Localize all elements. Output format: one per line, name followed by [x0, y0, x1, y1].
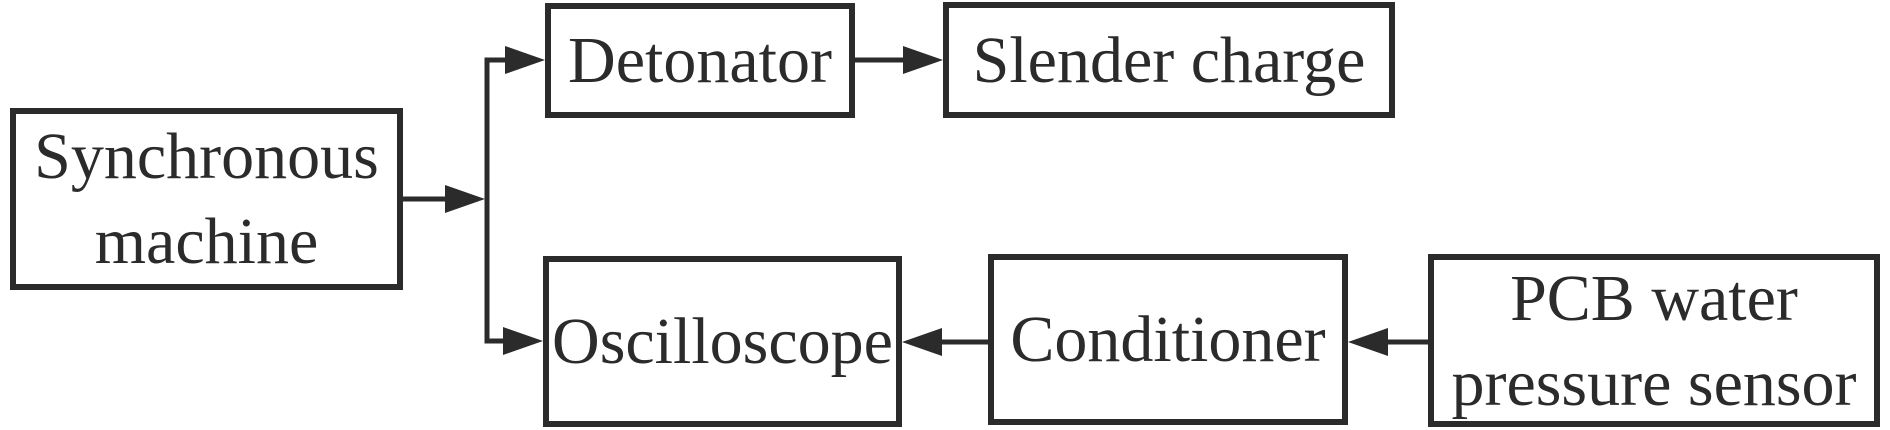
node-label-line: PCB water — [1510, 261, 1798, 335]
node-slender-charge: Slender charge — [943, 2, 1395, 118]
node-label-line: Synchronous — [34, 120, 379, 193]
edge-synchronous-machine-to-branch — [403, 185, 485, 213]
node-label-line: Conditioner — [1010, 303, 1326, 376]
node-synchronous-machine: Synchronous machine — [10, 108, 403, 290]
node-label-line: Slender charge — [972, 23, 1366, 97]
node-label-line: pressure sensor — [1451, 346, 1857, 420]
edge-branch-trunk — [484, 46, 545, 355]
node-conditioner: Conditioner — [988, 254, 1348, 425]
arrowhead-right — [445, 185, 485, 213]
arrowhead-to-oscilloscope — [503, 327, 543, 355]
edge-conditioner-to-oscilloscope — [902, 328, 988, 356]
arrowhead-left — [902, 328, 942, 356]
node-oscilloscope: Oscilloscope — [543, 256, 902, 427]
node-pcb-water-pressure-sensor: PCB water pressure sensor — [1428, 254, 1880, 427]
arrowhead-right — [903, 46, 943, 74]
arrowhead-left — [1348, 328, 1388, 356]
node-label-line: Detonator — [568, 24, 832, 97]
edge-detonator-to-slender-charge — [855, 46, 943, 74]
node-detonator: Detonator — [545, 3, 855, 118]
edge-pcb-sensor-to-conditioner — [1348, 328, 1428, 356]
node-label-line: machine — [94, 205, 319, 278]
node-label-line: Oscilloscope — [552, 305, 893, 378]
arrowhead-to-detonator — [505, 46, 545, 74]
